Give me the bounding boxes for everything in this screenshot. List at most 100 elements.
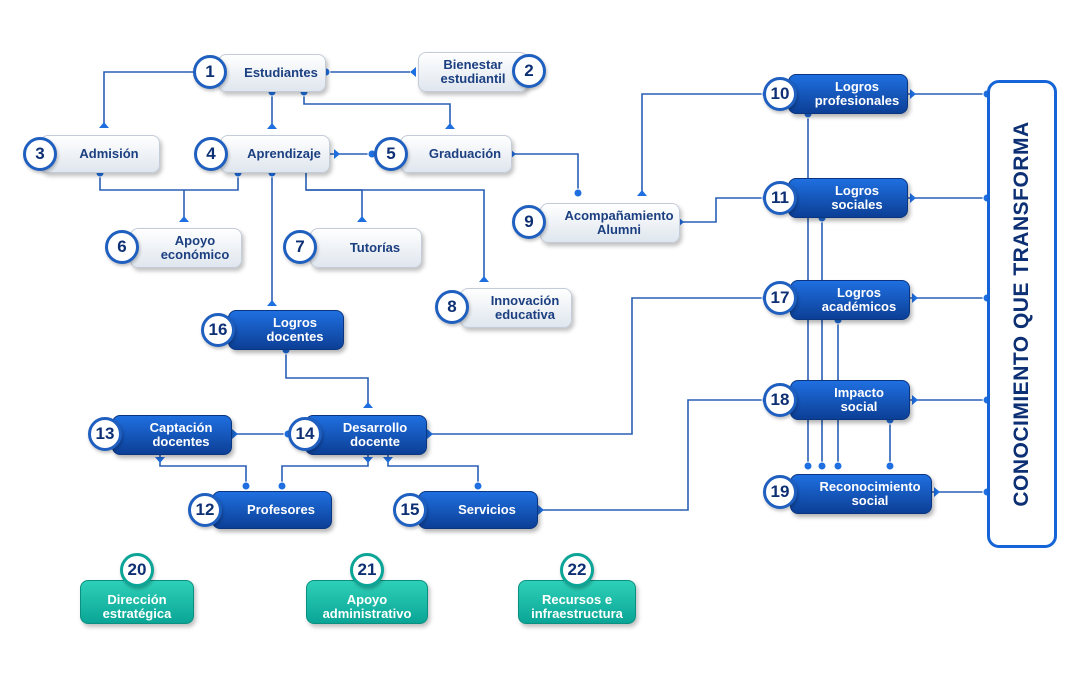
- node-11: Logros sociales: [788, 178, 908, 218]
- node-4-number-badge: 4: [194, 137, 228, 171]
- node-13-label: Captación docentes: [149, 420, 213, 449]
- node-22-label: Recursos e infraestructura: [531, 592, 623, 621]
- edge-9-11: [680, 197, 766, 223]
- node-16-number-badge: 16: [201, 313, 235, 347]
- node-1-number-badge: 1: [193, 55, 227, 89]
- dot-12-top: [241, 481, 251, 491]
- arrow-to-outcome-4: [934, 487, 940, 497]
- node-11-label: Logros sociales: [831, 183, 883, 212]
- node-9-number-badge: 9: [512, 205, 546, 239]
- node-7-label: Tutorías: [349, 240, 401, 255]
- arrow-14-down: [363, 457, 373, 463]
- edge-1-3: [103, 71, 196, 123]
- arrow-to-6: [179, 216, 189, 222]
- node-16: Logros docentes: [228, 310, 344, 350]
- edge-5-9: [512, 153, 579, 193]
- node-16-label: Logros docentes: [266, 315, 324, 344]
- dot-19-top-b: [817, 461, 827, 471]
- node-12-label: Profesores: [247, 502, 315, 517]
- dot-19-top-d: [885, 461, 895, 471]
- arrow-from-2: [410, 67, 416, 77]
- node-18-label: Impacto social: [834, 385, 884, 414]
- node-11-number-badge: 11: [763, 181, 797, 215]
- node-14-number-badge: 14: [288, 417, 322, 451]
- node-6-number-badge: 6: [105, 230, 139, 264]
- edge-14-15: [387, 455, 479, 486]
- arrow-to-outcome-0: [910, 89, 916, 99]
- node-7-number-badge: 7: [283, 230, 317, 264]
- node-5-label: Graduación: [428, 146, 502, 161]
- arrow-to-3: [99, 122, 109, 128]
- arrow-13-down: [155, 457, 165, 463]
- node-22: Recursos e infraestructura: [518, 580, 636, 624]
- arrow-to-8: [479, 276, 489, 282]
- edge-13-12: [159, 455, 247, 486]
- edge-4-8: [306, 189, 485, 278]
- node-2-number-badge: 2: [512, 54, 546, 88]
- node-15-number-badge: 15: [393, 493, 427, 527]
- edge-1-5: [303, 92, 451, 124]
- node-2: Bienestar estudiantil: [418, 52, 528, 92]
- edge-15-18: [538, 399, 766, 511]
- arrow-to-16: [267, 300, 277, 306]
- node-10-number-badge: 10: [763, 77, 797, 111]
- node-14-label: Desarrollo docente: [342, 420, 408, 449]
- arrow-to-4: [267, 123, 277, 129]
- node-3: Admisión: [40, 135, 160, 173]
- dot-19-top-a: [803, 461, 813, 471]
- node-21: Apoyo administrativo: [306, 580, 428, 624]
- node-9: Acompañamiento Alumni: [540, 203, 680, 243]
- outcome-box: CONOCIMIENTO QUE TRANSFORMA: [987, 80, 1057, 548]
- node-19: Reconocimiento social: [790, 474, 932, 514]
- arrow-to-7: [357, 216, 367, 222]
- node-14: Desarrollo docente: [305, 415, 427, 455]
- arrow-to-14: [363, 402, 373, 408]
- outcome-box-label: CONOCIMIENTO QUE TRANSFORMA: [1010, 121, 1033, 507]
- node-4: Aprendizaje: [220, 135, 330, 173]
- arrow-4-5: [334, 149, 340, 159]
- node-5: Graduación: [400, 135, 512, 173]
- node-20-label: Dirección estratégica: [102, 592, 172, 621]
- arrow-to-5: [445, 123, 455, 129]
- node-10-label: Logros profesionales: [814, 79, 900, 108]
- node-4-label: Aprendizaje: [247, 146, 321, 161]
- node-8-number-badge: 8: [435, 290, 469, 324]
- node-6: Apoyo económico: [130, 228, 242, 268]
- node-19-number-badge: 19: [763, 475, 797, 509]
- node-17-label: Logros académicos: [821, 285, 897, 314]
- dot-15-top: [473, 481, 483, 491]
- node-19-label: Reconocimiento social: [819, 479, 921, 508]
- node-21-label: Apoyo administrativo: [322, 592, 412, 621]
- node-17: Logros académicos: [790, 280, 910, 320]
- node-12: Profesores: [212, 491, 332, 529]
- arrow-14-right: [427, 429, 433, 439]
- node-17-number-badge: 17: [763, 281, 797, 315]
- node-3-number-badge: 3: [23, 137, 57, 171]
- node-10: Logros profesionales: [788, 74, 908, 114]
- edge-4-7: [305, 173, 363, 218]
- edge-14-12: [281, 455, 369, 486]
- node-21-number-badge: 21: [350, 553, 384, 587]
- node-18: Impacto social: [790, 380, 910, 420]
- node-18-number-badge: 18: [763, 383, 797, 417]
- dot-12-top-b: [277, 481, 287, 491]
- edge-14-17: [427, 297, 766, 435]
- node-13: Captación docentes: [112, 415, 232, 455]
- node-8-label: Innovación educativa: [490, 293, 560, 322]
- arrow-14-down-b: [383, 457, 393, 463]
- node-3-label: Admisión: [79, 146, 139, 161]
- node-6-label: Apoyo económico: [160, 233, 230, 262]
- node-7: Tutorías: [310, 228, 422, 268]
- arrow-15-right: [538, 505, 544, 515]
- edge-9-10: [641, 93, 766, 193]
- node-5-number-badge: 5: [374, 137, 408, 171]
- node-13-number-badge: 13: [88, 417, 122, 451]
- edge-3-4-6: [99, 173, 239, 191]
- node-8: Innovación educativa: [460, 288, 572, 328]
- node-1: Estudiantes: [218, 54, 326, 92]
- dot-9-top: [573, 188, 583, 198]
- node-20-number-badge: 20: [120, 553, 154, 587]
- edge-16-14: [285, 350, 369, 404]
- node-20: Dirección estratégica: [80, 580, 194, 624]
